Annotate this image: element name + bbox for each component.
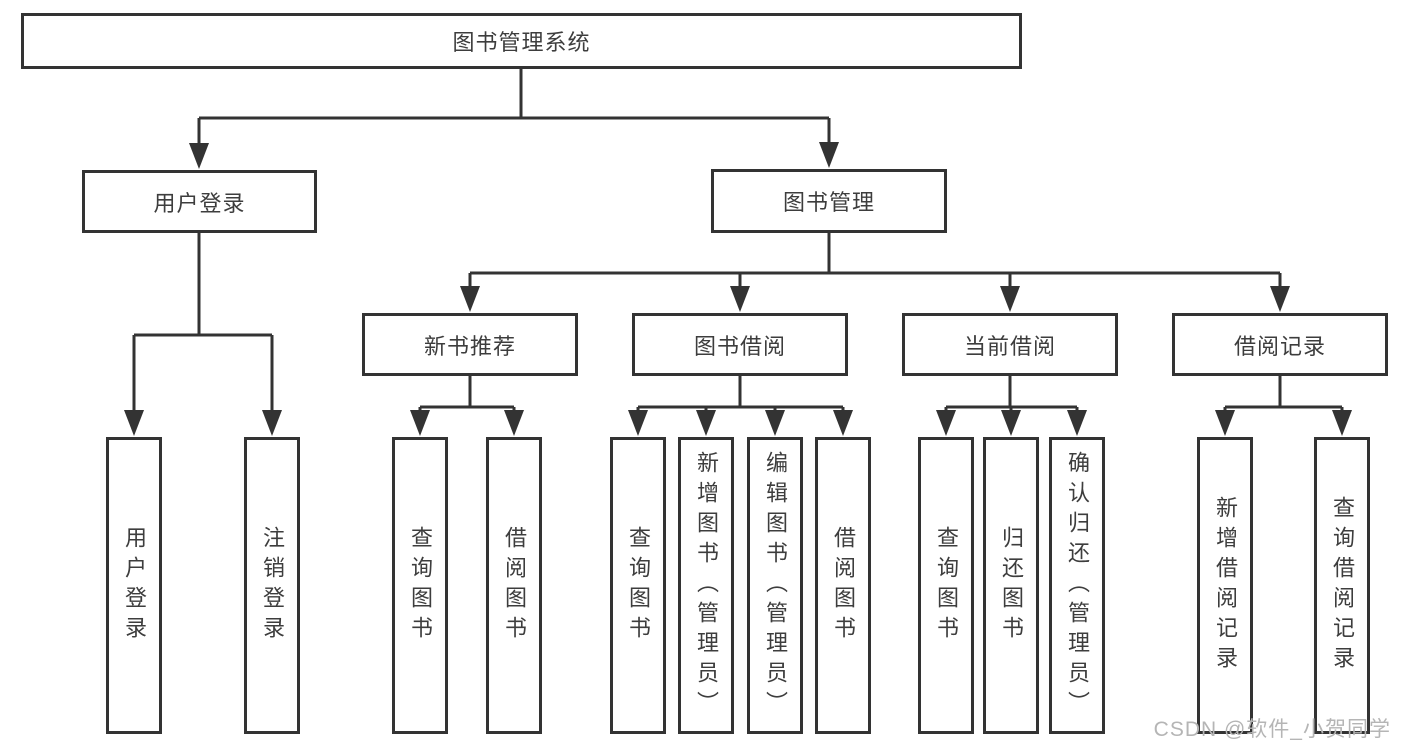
leaf-borrow-books: 借阅图书 <box>486 437 542 734</box>
leaf-logout: 注销登录 <box>244 437 300 734</box>
connector-borrowing-records-children <box>1215 376 1352 436</box>
leaf-query-books: 查询图书 <box>918 437 974 734</box>
leaf-return-book: 归还图书 <box>983 437 1039 734</box>
connector-book-borrowing-children <box>628 376 853 436</box>
leaf-add-borrowing-record: 新增借阅记录 <box>1197 437 1253 734</box>
leaf-add-book-admin: 新增图书（管理员） <box>678 437 734 734</box>
node-user-login: 用户登录 <box>82 170 317 233</box>
node-new-book-recommendation: 新书推荐 <box>362 313 578 376</box>
leaf-query-books: 查询图书 <box>392 437 448 734</box>
leaf-query-borrowing-record: 查询借阅记录 <box>1314 437 1370 734</box>
connector-book-management-to-level3 <box>460 233 1290 312</box>
node-current-borrowing: 当前借阅 <box>902 313 1118 376</box>
leaf-query-books: 查询图书 <box>610 437 666 734</box>
connector-new-books-children <box>410 376 524 436</box>
connector-user-login-children <box>124 233 282 436</box>
csdn-watermark: CSDN @软件_小贺同学 <box>1153 718 1391 741</box>
node-book-management: 图书管理 <box>711 169 947 233</box>
node-library-management-system: 图书管理系统 <box>21 13 1022 69</box>
node-borrowing-records: 借阅记录 <box>1172 313 1388 376</box>
connector-current-borrowing-children <box>936 376 1087 436</box>
leaf-user-login: 用户登录 <box>106 437 162 734</box>
leaf-confirm-return-admin: 确认归还（管理员） <box>1049 437 1105 734</box>
leaf-edit-book-admin: 编辑图书（管理员） <box>747 437 803 734</box>
node-book-borrowing: 图书借阅 <box>632 313 848 376</box>
leaf-borrow-books: 借阅图书 <box>815 437 871 734</box>
connector-root-to-level2 <box>189 69 839 169</box>
